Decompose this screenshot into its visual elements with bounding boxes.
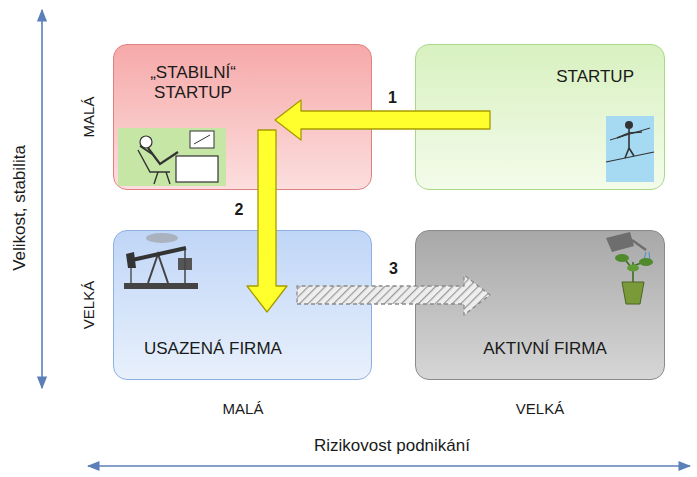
counterweight xyxy=(178,258,192,270)
icon-ground xyxy=(118,128,226,186)
leaf xyxy=(627,265,639,272)
relaxing-person-icon xyxy=(118,128,226,186)
plant-stem xyxy=(624,258,644,282)
chair xyxy=(138,150,170,184)
quadrant-title: STARTUP xyxy=(556,67,634,87)
flower-pot xyxy=(622,282,644,304)
quadrant-title: „STABILNÍ“ STARTUP xyxy=(128,63,258,104)
body xyxy=(148,148,178,164)
desk xyxy=(176,156,218,182)
quadrant-title: USAZENÁ FIRMA xyxy=(144,339,282,359)
head xyxy=(625,121,633,129)
planned-transition-arrow xyxy=(297,275,490,315)
horse-head xyxy=(126,252,136,268)
water-drops xyxy=(644,252,650,261)
wall-chart xyxy=(190,131,214,148)
chart-line xyxy=(194,135,210,144)
smoke-cloud xyxy=(146,233,178,243)
arm xyxy=(140,146,152,154)
scale-label: MALÁ xyxy=(80,97,97,138)
horizontal-axis xyxy=(88,465,690,467)
tightrope-walker-icon xyxy=(606,116,654,182)
oil-pump-icon xyxy=(124,233,198,289)
quadrant-box: „STABILNÍ“ STARTUP xyxy=(113,44,372,190)
scale-label: VELKÁ xyxy=(516,400,564,417)
scale-label: MALÁ xyxy=(223,400,264,417)
pump-base xyxy=(124,283,198,289)
transition-arrow xyxy=(275,100,490,140)
crank-post xyxy=(184,250,186,283)
transition-arrow xyxy=(247,130,287,312)
walking-beam xyxy=(132,248,186,260)
step-number: 1 xyxy=(385,89,400,107)
watering-plant-icon xyxy=(606,232,653,304)
rope xyxy=(606,152,654,162)
step-number: 2 xyxy=(232,201,247,219)
scale-label: VELKÁ xyxy=(80,281,97,329)
quadrant-box: AKTIVNÍ FIRMA xyxy=(415,230,665,380)
axis-title: Velikost, stabilita xyxy=(10,145,30,271)
pump-frame xyxy=(148,254,168,283)
head xyxy=(140,136,152,148)
vertical-axis xyxy=(41,10,43,388)
pump-rod xyxy=(130,268,131,283)
quadrant-title: AKTIVNÍ FIRMA xyxy=(483,339,607,359)
watering-can xyxy=(606,232,634,252)
walker-body xyxy=(617,129,642,158)
leaf xyxy=(615,254,629,262)
leaf xyxy=(639,258,653,266)
balance-pole xyxy=(610,128,650,140)
icon-ground xyxy=(606,116,654,182)
can-spout xyxy=(632,240,646,250)
axis-title: Rizikovost podnikání xyxy=(314,436,470,456)
quadrant-box: USAZENÁ FIRMA xyxy=(113,230,372,380)
quadrant-box: STARTUP xyxy=(415,44,665,190)
step-number: 3 xyxy=(386,260,401,278)
